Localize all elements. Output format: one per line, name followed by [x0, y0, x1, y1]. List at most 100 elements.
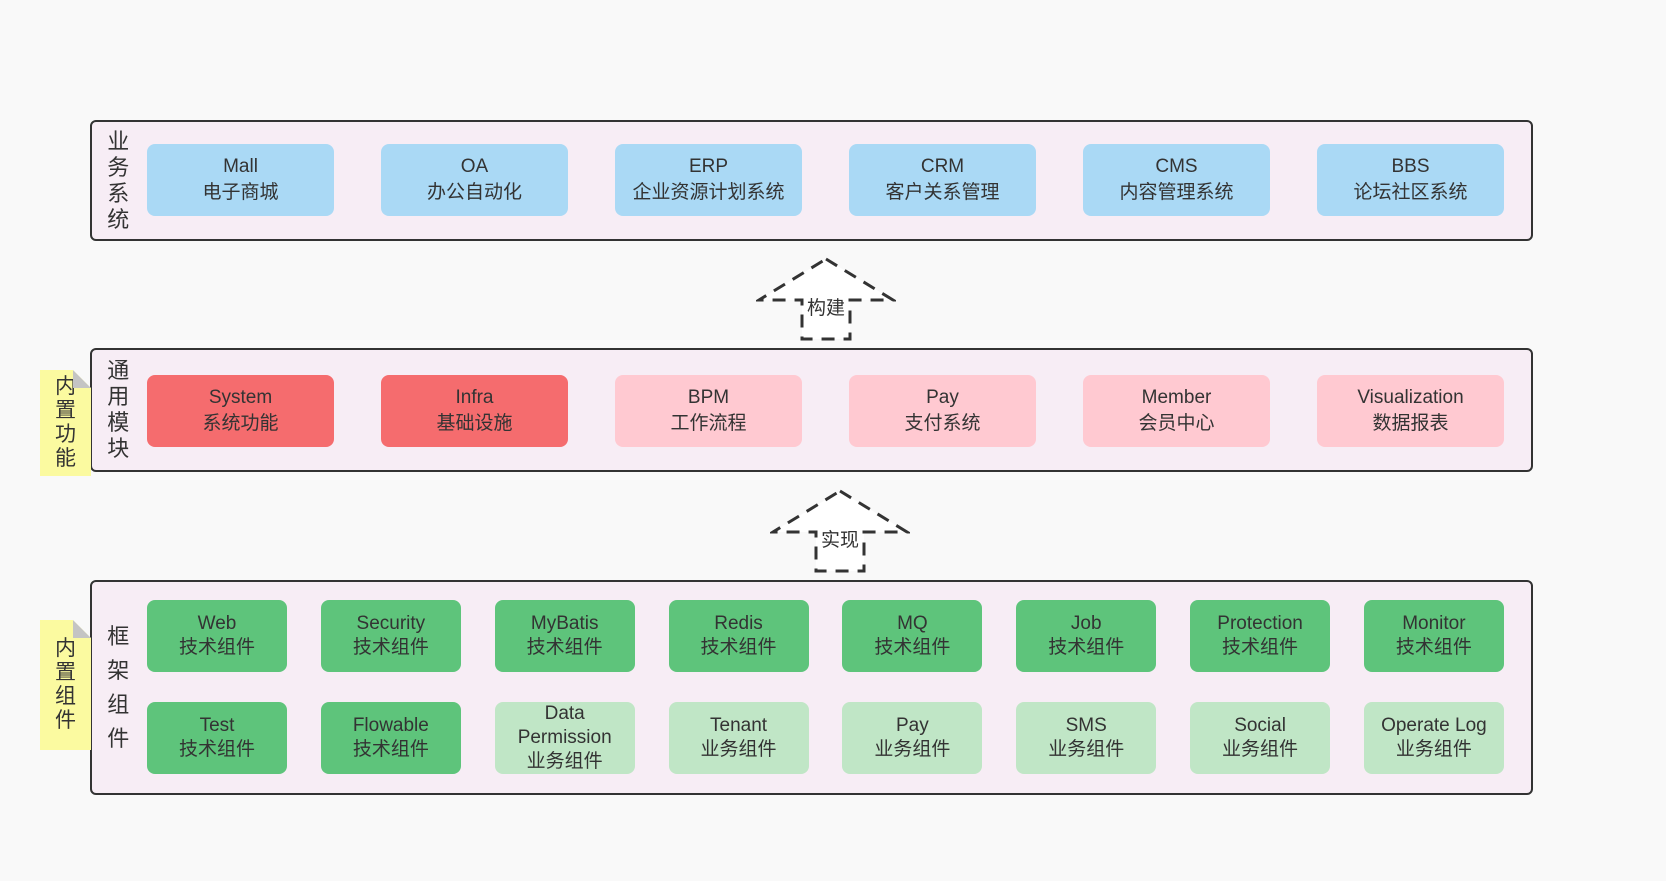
arrow-build: 构建 — [756, 256, 896, 342]
business-systems-row: Mall 电子商城 OA 办公自动化 ERP 企业资源计划系统 CRM 客户关系… — [147, 144, 1504, 216]
box-name: BPM — [687, 387, 730, 408]
box-name: BBS — [1391, 156, 1430, 177]
section-common-modules: 通用模块 System 系统功能 Infra 基础设施 BPM 工作流程 Pay… — [90, 348, 1533, 472]
sticky-note-built-in-features: 内置功能 — [40, 370, 91, 476]
box-name: SMS — [1065, 715, 1107, 736]
arrow-build-label: 构建 — [803, 293, 849, 320]
box-mybatis: MyBatis 技术组件 — [494, 600, 635, 672]
box-name: Infra — [455, 387, 494, 408]
box-desc: 基础设施 — [436, 413, 513, 434]
box-name: Redis — [714, 613, 763, 634]
box-desc: 工作流程 — [670, 413, 747, 434]
arrow-implement-label: 实现 — [817, 525, 863, 552]
box-name: Monitor — [1402, 613, 1466, 634]
box-test: Test 技术组件 — [147, 702, 287, 774]
box-name: CRM — [920, 156, 965, 177]
arrow-implement: 实现 — [770, 488, 910, 574]
box-name: Tenant — [710, 715, 768, 736]
box-mall: Mall 电子商城 — [147, 144, 334, 216]
box-flowable: Flowable 技术组件 — [320, 702, 461, 774]
box-job: Job 技术组件 — [1016, 600, 1157, 672]
box-name: Flowable — [352, 715, 429, 736]
box-desc: 系统功能 — [202, 413, 279, 434]
box-desc: 支付系统 — [904, 413, 981, 434]
box-name: Job — [1070, 613, 1102, 634]
box-desc: 业务组件 — [1048, 739, 1125, 760]
common-modules-row: System 系统功能 Infra 基础设施 BPM 工作流程 Pay 支付系统… — [147, 375, 1504, 447]
box-desc: 技术组件 — [526, 637, 603, 658]
box-desc: 技术组件 — [1048, 637, 1125, 658]
box-web: Web 技术组件 — [147, 600, 287, 672]
folded-corner-icon — [73, 370, 91, 388]
framework-row-2: Test 技术组件 Flowable 技术组件 Data Permission … — [147, 702, 1504, 774]
box-system: System 系统功能 — [147, 375, 334, 447]
box-desc: 技术组件 — [352, 637, 429, 658]
common-modules-label: 通用模块 — [107, 358, 130, 461]
box-desc: 办公自动化 — [426, 182, 522, 203]
box-desc: 技术组件 — [700, 637, 777, 658]
folded-corner-icon — [73, 620, 91, 638]
box-desc: 业务组件 — [1395, 739, 1472, 760]
section-business-systems: 业务系统 Mall 电子商城 OA 办公自动化 ERP 企业资源计划系统 CRM… — [90, 120, 1533, 241]
box-name: MyBatis — [530, 613, 599, 634]
box-name: MQ — [897, 613, 928, 634]
framework-row-1: Web 技术组件 Security 技术组件 MyBatis 技术组件 Redi… — [147, 600, 1504, 672]
box-desc: 企业资源计划系统 — [632, 182, 785, 203]
box-name: Security — [356, 613, 426, 634]
box-desc: 技术组件 — [874, 637, 951, 658]
box-name: Mall — [223, 156, 258, 177]
box-desc: 技术组件 — [352, 739, 429, 760]
box-name: Data Permission — [517, 703, 612, 748]
box-desc: 业务组件 — [874, 739, 951, 760]
box-social: Social 业务组件 — [1190, 702, 1331, 774]
box-crm: CRM 客户关系管理 — [849, 144, 1036, 216]
box-name: Visualization — [1357, 387, 1464, 408]
box-name: Social — [1234, 715, 1286, 736]
box-redis: Redis 技术组件 — [668, 600, 809, 672]
box-desc: 内容管理系统 — [1119, 182, 1234, 203]
box-oa: OA 办公自动化 — [381, 144, 568, 216]
box-tenant: Tenant 业务组件 — [668, 702, 809, 774]
box-name: Member — [1141, 387, 1212, 408]
box-name: OA — [460, 156, 489, 177]
sticky-note-label: 内置功能 — [55, 375, 76, 470]
box-member: Member 会员中心 — [1083, 375, 1270, 447]
box-visualization: Visualization 数据报表 — [1317, 375, 1504, 447]
sticky-note-built-in-components: 内置组件 — [40, 620, 91, 750]
section-framework-components: 框架组件 Web 技术组件 Security 技术组件 MyBatis 技术组件… — [90, 580, 1533, 795]
box-security: Security 技术组件 — [320, 600, 461, 672]
box-bbs: BBS 论坛社区系统 — [1317, 144, 1504, 216]
box-operate-log: Operate Log 业务组件 — [1363, 702, 1504, 774]
box-pay-component: Pay 业务组件 — [842, 702, 983, 774]
box-name: System — [208, 387, 273, 408]
box-desc: 技术组件 — [178, 637, 255, 658]
box-desc: 技术组件 — [1222, 637, 1299, 658]
box-desc: 业务组件 — [1222, 739, 1299, 760]
box-cms: CMS 内容管理系统 — [1083, 144, 1270, 216]
box-mq: MQ 技术组件 — [842, 600, 983, 672]
box-name: CMS — [1155, 156, 1198, 177]
box-desc: 业务组件 — [700, 739, 777, 760]
box-sms: SMS 业务组件 — [1016, 702, 1157, 774]
box-desc: 客户关系管理 — [885, 182, 1000, 203]
box-erp: ERP 企业资源计划系统 — [615, 144, 802, 216]
box-monitor: Monitor 技术组件 — [1363, 600, 1504, 672]
sticky-note-label: 内置组件 — [55, 637, 76, 732]
box-desc: 技术组件 — [1395, 637, 1472, 658]
box-name: Web — [197, 613, 237, 634]
box-desc: 电子商城 — [202, 182, 279, 203]
box-name: ERP — [688, 156, 729, 177]
box-name: Operate Log — [1381, 715, 1487, 736]
box-name: Pay — [926, 387, 959, 408]
box-infra: Infra 基础设施 — [381, 375, 568, 447]
box-desc: 技术组件 — [178, 739, 255, 760]
box-name: Test — [199, 715, 235, 736]
box-desc: 业务组件 — [526, 751, 603, 772]
business-systems-label: 业务系统 — [107, 128, 130, 232]
box-name: Pay — [896, 715, 929, 736]
box-bpm: BPM 工作流程 — [615, 375, 802, 447]
box-pay-module: Pay 支付系统 — [849, 375, 1036, 447]
box-desc: 数据报表 — [1372, 413, 1449, 434]
box-desc: 会员中心 — [1138, 413, 1215, 434]
